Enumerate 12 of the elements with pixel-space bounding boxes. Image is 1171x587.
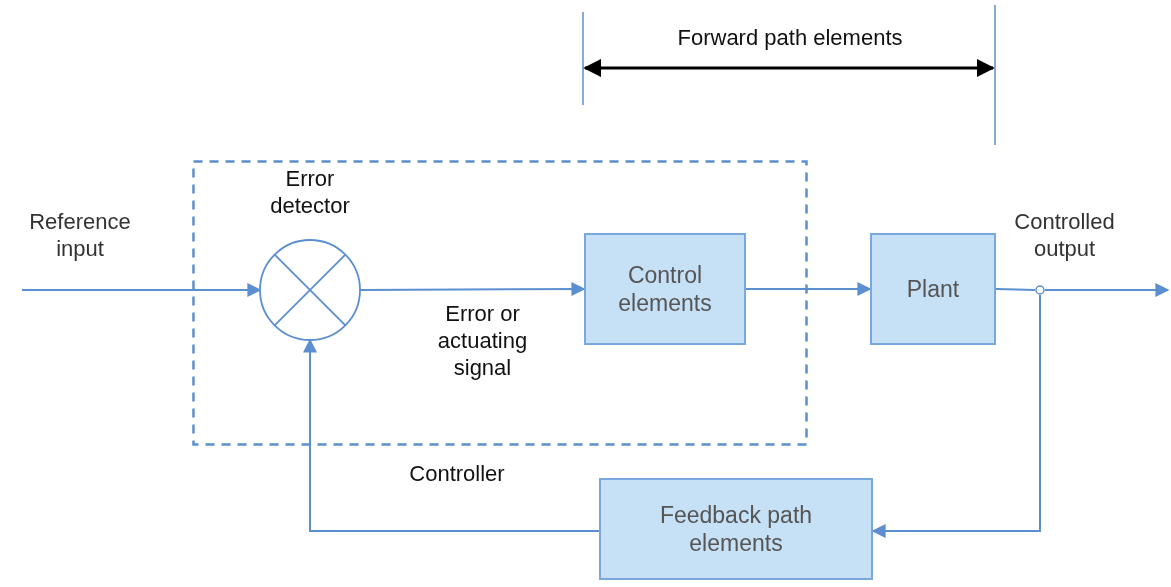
connector-line — [995, 288, 1036, 291]
arrow — [745, 282, 872, 296]
node-label: Error detector — [269, 165, 351, 219]
signal-label: Controlled output — [1013, 208, 1116, 262]
arrow — [303, 338, 600, 532]
process-box: Plant — [870, 233, 996, 345]
group-heading: Controller — [408, 460, 506, 487]
signal-label: Reference input — [28, 208, 132, 262]
dimension-label: Forward path elements — [676, 24, 904, 51]
process-box: Control elements — [584, 233, 746, 345]
process-box: Feedback path elements — [599, 478, 873, 580]
arrow — [1044, 283, 1170, 297]
